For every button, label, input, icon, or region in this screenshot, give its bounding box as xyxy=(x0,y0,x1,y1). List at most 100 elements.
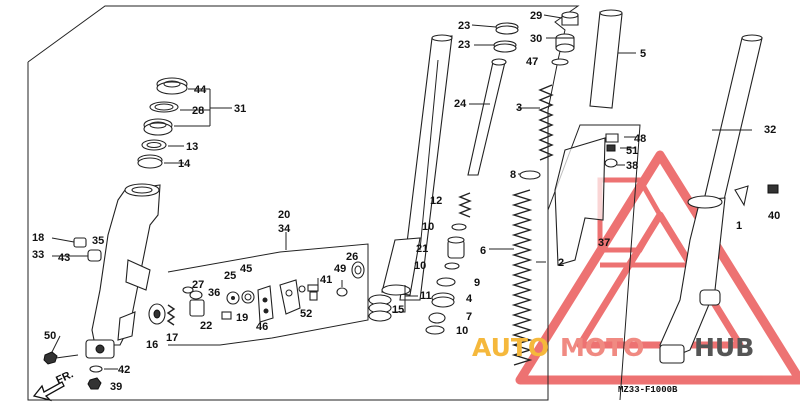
label-21: 21 xyxy=(416,243,428,255)
dust-seal-44 xyxy=(156,77,188,95)
label-10b: 10 xyxy=(414,260,426,272)
damper-group-frame xyxy=(167,243,369,346)
label-13: 13 xyxy=(186,141,198,153)
fork-inner-tube xyxy=(381,34,453,301)
label-42: 42 xyxy=(118,364,130,376)
screw-41 xyxy=(307,284,319,301)
label-9: 9 xyxy=(474,277,480,289)
label-48: 48 xyxy=(634,133,646,145)
bolt-39 xyxy=(87,377,102,390)
washer-36 xyxy=(189,290,203,300)
fork-lower-slider xyxy=(85,183,161,359)
label-36: 36 xyxy=(208,287,220,299)
piston-4 xyxy=(431,292,455,308)
ring-9 xyxy=(436,277,456,287)
fork-guard-37 xyxy=(554,137,606,266)
label-20: 20 xyxy=(278,209,290,221)
watermark-text: AUTO MOTO HUB xyxy=(472,333,754,362)
oring-45 xyxy=(241,290,255,304)
label-27: 27 xyxy=(192,279,204,291)
washer-49 xyxy=(336,287,348,297)
label-2: 2 xyxy=(558,257,564,269)
label-38: 38 xyxy=(626,160,638,172)
damper-rod-16 xyxy=(148,303,166,325)
label-46: 46 xyxy=(256,321,268,333)
label-24: 24 xyxy=(454,98,467,110)
label-10c: 10 xyxy=(456,325,468,337)
oring-47 xyxy=(551,58,569,66)
label-23b: 23 xyxy=(458,39,470,51)
label-18: 18 xyxy=(32,232,44,244)
label-31: 31 xyxy=(234,103,246,115)
ring-27 xyxy=(182,286,194,294)
label-34: 34 xyxy=(278,223,291,235)
label-26: 26 xyxy=(346,251,358,263)
cap-30 xyxy=(555,33,575,53)
cap-43 xyxy=(87,249,102,262)
bolt-40 xyxy=(767,184,779,194)
label-23a: 23 xyxy=(458,20,470,32)
spring-12 xyxy=(458,192,472,218)
cap-48 xyxy=(605,133,619,143)
bolt-19 xyxy=(221,311,232,320)
cap-29 xyxy=(561,11,579,26)
label-10a: 10 xyxy=(422,221,434,233)
plate-52 xyxy=(279,279,301,315)
washer-13 xyxy=(141,139,167,151)
nut-26 xyxy=(351,261,365,279)
label-17: 17 xyxy=(166,332,178,344)
label-30: 30 xyxy=(530,33,542,45)
label-33: 33 xyxy=(32,249,44,261)
slide-bushing-15 xyxy=(368,294,392,322)
diagram-code: MZ33-F1000B xyxy=(618,385,678,395)
washer-42 xyxy=(89,365,103,373)
label-28: 28 xyxy=(192,105,204,117)
fork-tube-5 xyxy=(589,9,623,109)
pin-35 xyxy=(73,237,87,248)
part-labels: 44 28 31 13 14 18 33 35 43 20 34 27 25 4… xyxy=(32,10,780,395)
label-52: 52 xyxy=(300,308,312,320)
leader-lines xyxy=(51,14,752,370)
label-8: 8 xyxy=(510,169,516,181)
front-direction-arrow: FR. xyxy=(32,368,75,402)
damper-rod-24 xyxy=(467,58,507,176)
label-32: 32 xyxy=(764,124,776,136)
washer-8 xyxy=(519,170,541,180)
spring-3 xyxy=(538,84,554,161)
spring-17 xyxy=(166,304,176,326)
label-29: 29 xyxy=(530,10,542,22)
label-49: 49 xyxy=(334,263,346,275)
label-5: 5 xyxy=(640,48,646,60)
spring-6 xyxy=(511,189,533,366)
label-1: 1 xyxy=(736,220,742,232)
label-44: 44 xyxy=(194,84,207,96)
label-15: 15 xyxy=(392,304,404,316)
label-14: 14 xyxy=(178,158,191,170)
washer-10c xyxy=(425,325,445,335)
label-19: 19 xyxy=(236,312,248,324)
watermark-text-moto: MOTO xyxy=(560,333,644,362)
washer-10a xyxy=(451,223,467,231)
clip-28 xyxy=(149,101,179,113)
label-39: 39 xyxy=(110,381,122,393)
label-12: 12 xyxy=(430,195,442,207)
plate-46 xyxy=(257,285,274,323)
direction-label: FR. xyxy=(54,368,75,386)
watermark-text-auto: AUTO xyxy=(472,333,549,362)
label-6: 6 xyxy=(480,245,486,257)
label-22: 22 xyxy=(200,320,212,332)
bolt-50 xyxy=(43,351,79,365)
bolt-51 xyxy=(606,144,616,152)
washer-23a xyxy=(495,22,519,35)
bracket-1 xyxy=(734,185,749,207)
label-16: 16 xyxy=(146,339,158,351)
bushing-14 xyxy=(137,154,163,169)
piston-21 xyxy=(447,236,465,259)
washer-10b xyxy=(444,262,460,270)
oil-seal xyxy=(143,118,173,136)
label-50: 50 xyxy=(44,330,56,342)
label-11: 11 xyxy=(420,290,432,302)
label-25: 25 xyxy=(224,270,236,282)
label-4: 4 xyxy=(466,293,473,305)
